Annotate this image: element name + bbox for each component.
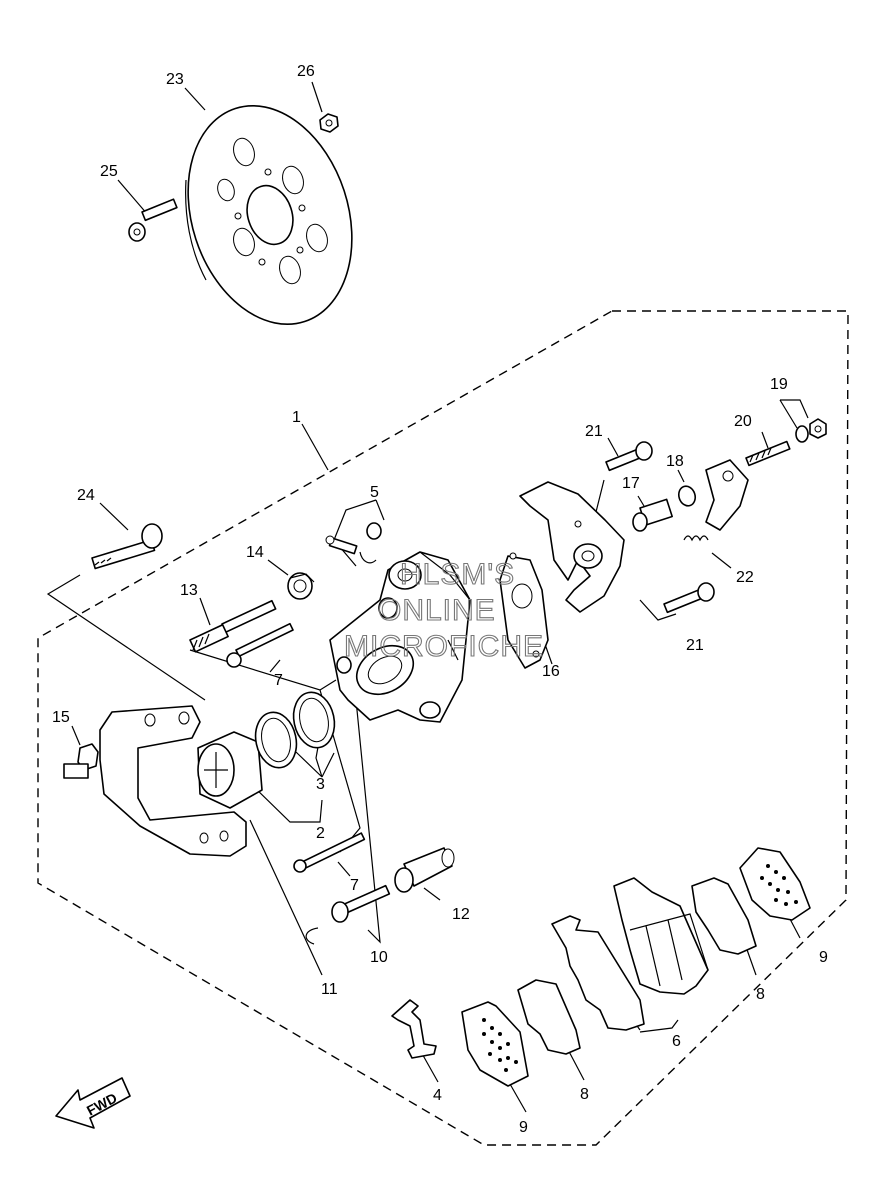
callout-4: 4 [433, 1087, 442, 1104]
callout-16: 16 [542, 663, 560, 680]
rubber-boot [287, 572, 315, 600]
callout-13: 13 [180, 582, 198, 599]
caliper-gasket [499, 552, 549, 669]
callout-21-lower: 21 [686, 637, 704, 654]
callout-2: 2 [316, 825, 325, 842]
callout-9-right: 9 [819, 949, 828, 966]
pad-spring [391, 999, 437, 1059]
forward-direction-arrow: FWD [55, 1077, 131, 1129]
callout-15: 15 [52, 709, 70, 726]
callout-19: 19 [770, 376, 788, 393]
pad-insulator-upper [691, 877, 757, 955]
svg-text:ONLINE: ONLINE [378, 594, 496, 627]
callout-8-lower: 8 [580, 1086, 589, 1103]
callout-7-lower: 7 [350, 877, 359, 894]
svg-text:HLSM'S: HLSM'S [400, 558, 515, 591]
pad-support-plate [705, 459, 749, 531]
brake-pad-outer [613, 877, 709, 995]
callout-11: 11 [321, 981, 338, 998]
callout-14: 14 [246, 544, 264, 561]
callout-23: 23 [166, 71, 184, 88]
callout-25: 25 [100, 163, 118, 180]
caliper-piston [197, 731, 263, 809]
bracket-bolt-upper [605, 441, 653, 472]
callout-24: 24 [77, 487, 95, 504]
callout-10: 10 [370, 949, 388, 966]
pad-pin-lower [293, 832, 366, 873]
brake-disc [185, 104, 353, 326]
disc-bolt [128, 198, 178, 242]
mounting-plate [99, 705, 247, 857]
callout-labels: 23 26 25 1 19 20 21 18 17 5 24 14 22 13 … [52, 63, 828, 1136]
callout-3: 3 [316, 776, 325, 793]
retaining-clip [305, 927, 319, 945]
callout-20: 20 [734, 413, 752, 430]
pad-pin-upper [226, 622, 294, 668]
caliper-assembly-boundary [37, 310, 849, 1146]
o-ring [677, 485, 697, 507]
callout-12: 12 [452, 906, 470, 923]
callout-22: 22 [736, 569, 754, 586]
callout-17: 17 [622, 475, 640, 492]
caliper-body [329, 551, 471, 723]
svg-text:MICROFICHE: MICROFICHE [344, 630, 544, 663]
bracket-stud [745, 440, 791, 467]
caliper-bolt-long [91, 523, 163, 570]
sleeve-spacer [632, 498, 673, 532]
callout-8-right: 8 [756, 986, 765, 1003]
washer-and-nut [795, 418, 827, 443]
slide-bolt [331, 884, 391, 923]
slide-sleeve [394, 847, 455, 893]
pad-shim-lower [461, 1001, 529, 1087]
caliper-slide-pin [189, 599, 277, 653]
callout-18: 18 [666, 453, 684, 470]
piston-seals [254, 691, 336, 769]
bracket-bolt-lower [663, 582, 715, 614]
callout-6: 6 [672, 1033, 681, 1050]
callout-1: 1 [292, 409, 301, 426]
bleed-screw [325, 522, 382, 564]
disc-nut [319, 113, 339, 133]
callout-21-upper: 21 [585, 423, 603, 440]
pad-shim-upper [739, 847, 811, 921]
caliper-bracket [519, 481, 625, 613]
watermark: HLSM'S ONLINE MICROFICHE [343, 557, 544, 663]
callout-7-upper: 7 [274, 672, 283, 689]
callout-26: 26 [297, 63, 315, 80]
callout-5: 5 [370, 484, 379, 501]
mounting-bolt [63, 743, 99, 779]
brake-pad-inner [551, 915, 645, 1031]
retaining-spring [683, 535, 709, 542]
pad-insulator-lower [517, 979, 581, 1055]
callout-9-lower: 9 [519, 1119, 528, 1136]
